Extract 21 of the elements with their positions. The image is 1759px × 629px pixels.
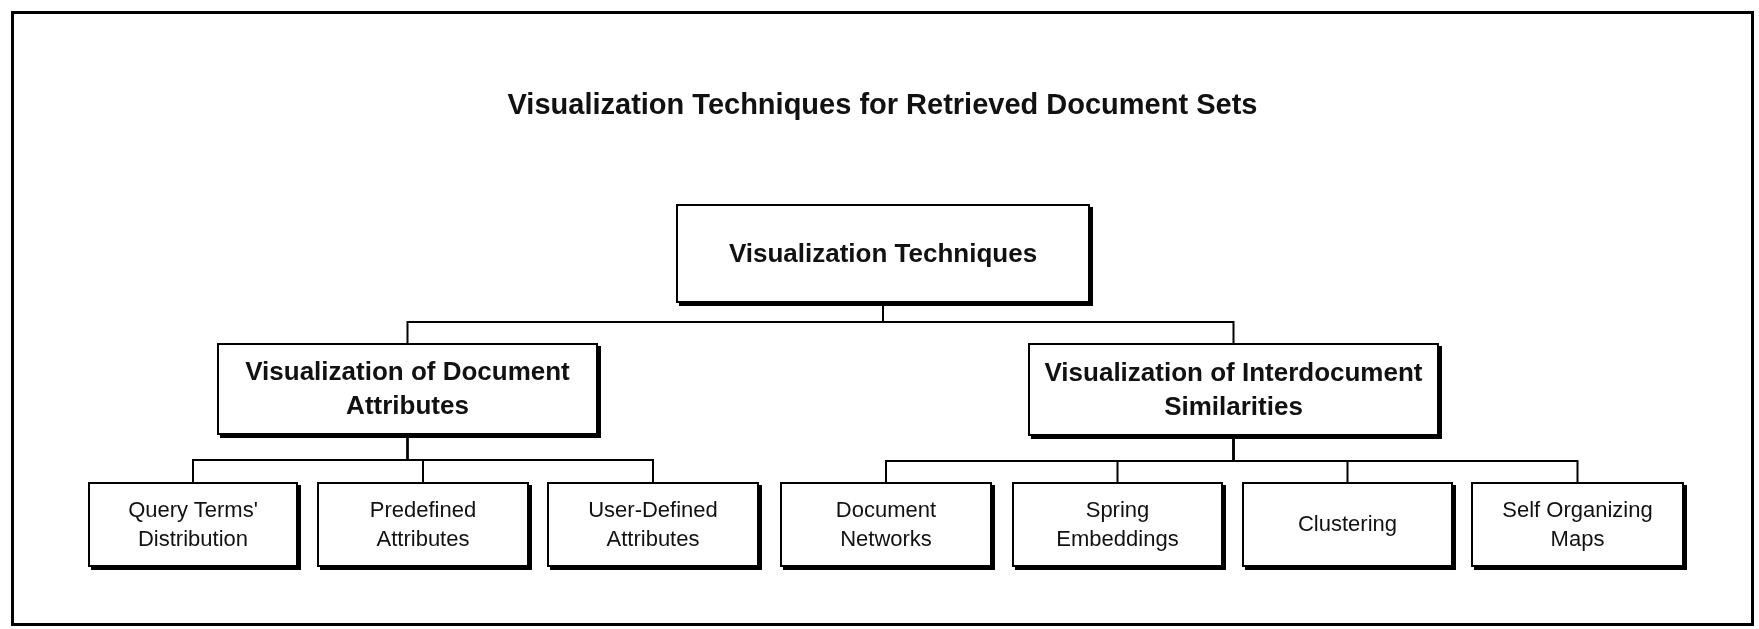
box-label: Visualization of Interdocument Similarities (1043, 355, 1424, 423)
category-box (217, 343, 598, 435)
category-box (1471, 482, 1684, 567)
category-box (1242, 482, 1453, 567)
box-label: User-Defined Attributes (587, 495, 719, 553)
category-box (317, 482, 529, 567)
category-box (780, 482, 992, 567)
box-label: Self Organizing Maps (1501, 495, 1654, 553)
box-label: Visualization of Document Attributes (244, 355, 571, 422)
category-box (547, 482, 759, 567)
diagram-title: Visualization Techniques for Retrieved Document Sets (506, 88, 1259, 121)
box-label: Spring Embeddings (1055, 495, 1180, 553)
box-label: Predefined Attributes (368, 495, 478, 553)
box-label: Query Terms' Distribution (127, 495, 259, 553)
category-box (676, 204, 1090, 303)
box-label: Visualization Techniques (728, 236, 1038, 270)
category-box (1012, 482, 1223, 567)
box-label: Clustering (1297, 510, 1397, 539)
box-label: Document Networks (834, 495, 938, 553)
category-box (88, 482, 298, 567)
category-box (1028, 343, 1439, 436)
